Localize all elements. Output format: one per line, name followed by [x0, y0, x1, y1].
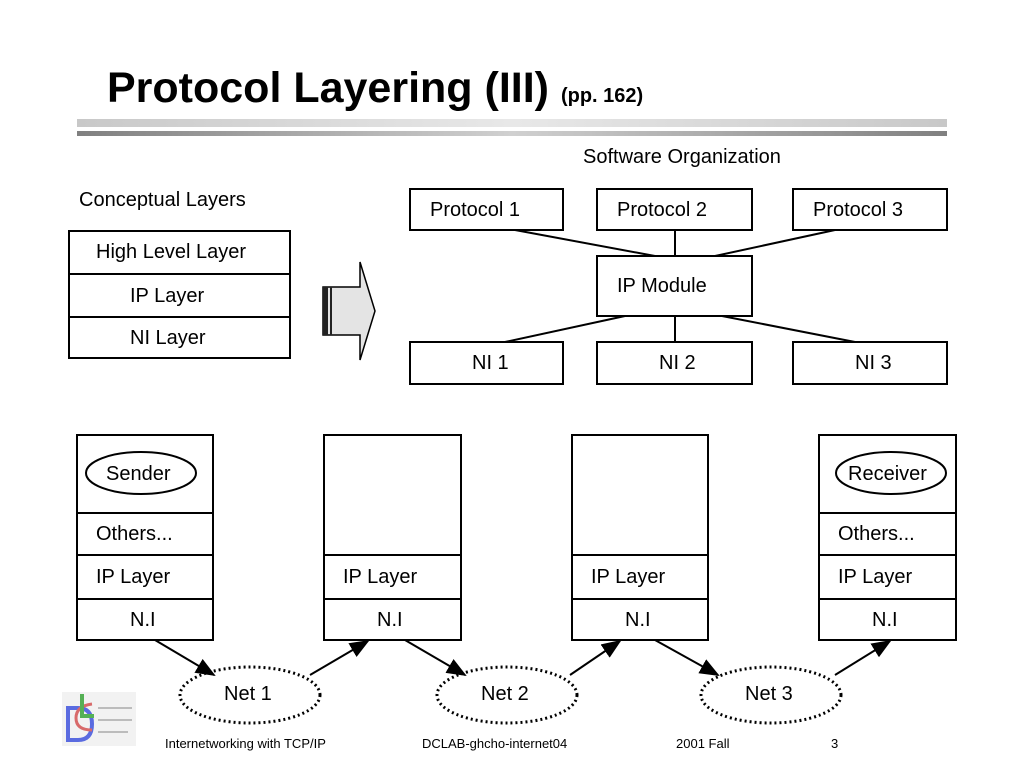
ni-layer: N.I [820, 598, 955, 639]
router-2-host: IP Layer N.I [571, 434, 709, 641]
ip-layer: IP Layer [820, 554, 955, 598]
footer-term: 2001 Fall [676, 736, 730, 751]
ip-layer: IP Layer [573, 554, 707, 598]
others-layer: Others... [820, 512, 955, 554]
others-layer: Others... [78, 512, 212, 554]
lab-logo-graphic [62, 692, 136, 746]
receiver-host: Receiver Others... IP Layer N.I [818, 434, 957, 641]
ni-3-box: NI 3 [792, 341, 948, 385]
receiver-label: Receiver [848, 463, 927, 485]
title-bar-dark [77, 131, 947, 136]
protocol-3-box: Protocol 3 [792, 188, 948, 231]
ip-layer: IP Layer [78, 554, 212, 598]
slide-title: Protocol Layering (III) (pp. 162) [107, 64, 643, 113]
ni-layer: N.I [78, 598, 212, 639]
footer-file: DCLAB-ghcho-internet04 [422, 736, 568, 751]
conceptual-layers-label: Conceptual Layers [79, 189, 246, 211]
title-bar-light [77, 119, 947, 127]
layer-high-level: High Level Layer [96, 241, 247, 263]
ni-layer: N.I [325, 598, 460, 639]
ni-layer: N.I [573, 598, 707, 639]
title-text: Protocol Layering (III) [107, 64, 549, 112]
layer-ip: IP Layer [70, 273, 289, 316]
net-3-label: Net 3 [745, 683, 793, 705]
net-1-label: Net 1 [224, 683, 272, 705]
lab-logo [62, 690, 136, 746]
layer-ni: NI Layer [70, 316, 289, 359]
ni-2-box: NI 2 [596, 341, 753, 385]
right-arrow-icon [322, 261, 376, 361]
software-organization-label: Software Organization [583, 146, 781, 168]
ni-1-box: NI 1 [409, 341, 564, 385]
router-1-host: IP Layer N.I [323, 434, 462, 641]
protocol-1-box: Protocol 1 [409, 188, 564, 231]
net-2-label: Net 2 [481, 683, 529, 705]
protocol-2-box: Protocol 2 [596, 188, 753, 231]
footer-course: Internetworking with TCP/IP [165, 736, 326, 751]
conceptual-layer-stack: High Level Layer IP Layer NI Layer [68, 230, 291, 359]
ip-layer: IP Layer [325, 554, 460, 598]
page-number: 3 [831, 736, 839, 751]
sender-label: Sender [106, 463, 171, 485]
ip-module-box: IP Module [596, 255, 753, 317]
title-reference: (pp. 162) [560, 85, 644, 107]
sender-host: Sender Others... IP Layer N.I [76, 434, 214, 641]
